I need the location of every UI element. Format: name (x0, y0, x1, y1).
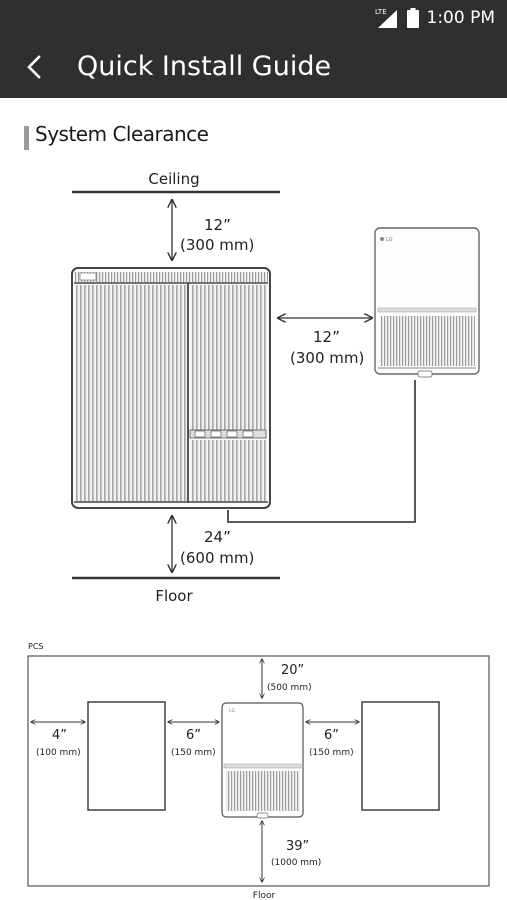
status-icons: LTE 1:00 PM (375, 0, 496, 36)
lte-signal-icon: LTE (375, 8, 397, 28)
status-bar: LTE 1:00 PM (0, 0, 507, 36)
pcs-right-gap-inches: 6” (324, 728, 339, 743)
battery-cabinet (71, 267, 271, 509)
pcs-unit: LG (221, 702, 304, 819)
pcs-top-mm: (500 mm) (267, 683, 312, 693)
side-clearance-mm: (300 mm) (290, 349, 364, 367)
section-title: System Clearance (35, 122, 209, 146)
top-clearance-mm: (300 mm) (180, 236, 254, 254)
pcs-bottom-inches: 39” (286, 839, 309, 854)
inverter-unit: LG (374, 227, 480, 378)
floor-label: Floor (155, 587, 193, 605)
pcs-bottom-mm: (1000 mm) (271, 858, 321, 868)
pcs-left-gap-inches: 6” (186, 728, 201, 743)
pcs-floor-label: Floor (253, 891, 276, 900)
app-bar: Quick Install Guide (0, 36, 507, 98)
bottom-clearance-mm: (600 mm) (180, 549, 254, 567)
clearance-diagram-main: Ceiling 12” (300 mm) (71, 170, 480, 605)
conduit-line (227, 380, 416, 523)
pcs-left-gap-mm: (150 mm) (171, 748, 216, 758)
svg-text:LG: LG (386, 237, 393, 243)
ceiling-label: Ceiling (148, 170, 199, 188)
bottom-clearance-inches: 24” (204, 528, 231, 546)
back-button[interactable] (16, 48, 56, 88)
right-obstacle (361, 701, 440, 811)
guide-content: System Clearance Ceiling 12” (30 (0, 98, 507, 900)
pcs-top-inches: 20” (281, 663, 304, 678)
pcs-left-edge-mm: (100 mm) (36, 748, 81, 758)
pcs-right-gap-mm: (150 mm) (309, 748, 354, 758)
pcs-label: PCS (28, 642, 44, 651)
pcs-frame (27, 655, 490, 887)
pcs-left-edge-inches: 4” (52, 728, 67, 743)
chevron-left-icon (27, 55, 41, 79)
system-clearance-diagram: Ceiling 12” (300 mm) (27, 170, 490, 900)
side-clearance-inches: 12” (313, 328, 340, 346)
status-time: 1:00 PM (426, 8, 496, 28)
svg-text:LG: LG (229, 708, 236, 714)
top-clearance-inches: 12” (204, 216, 231, 234)
battery-icon (406, 8, 419, 28)
left-obstacle (87, 701, 166, 811)
section-accent-bar (24, 126, 29, 150)
pcs-clearance-diagram: PCS LG 20” (500 mm) 4” (100 mm) 6” (150 … (27, 642, 490, 900)
svg-text:LTE: LTE (375, 8, 387, 16)
page-title: Quick Install Guide (77, 51, 332, 82)
